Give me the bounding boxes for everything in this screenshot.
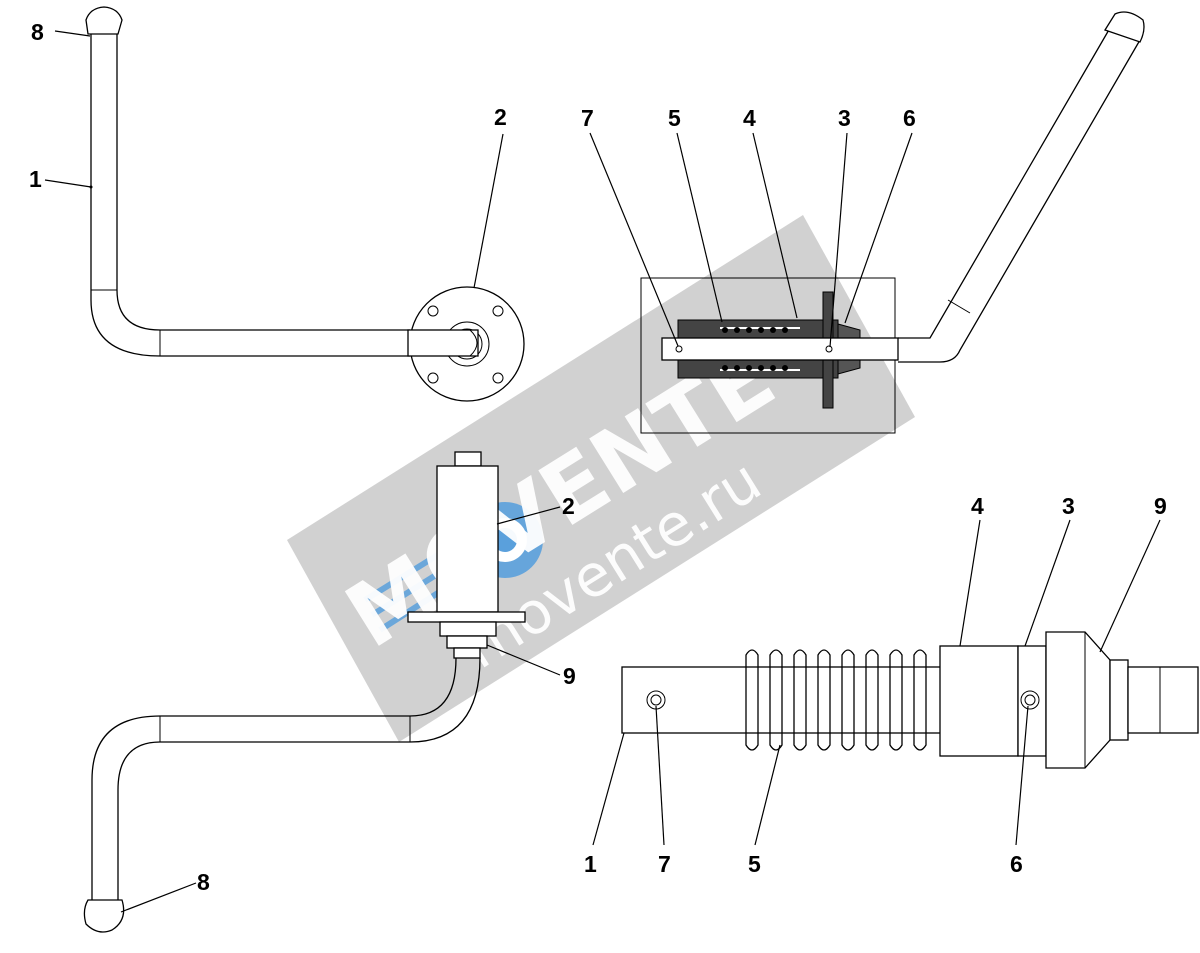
view-top-right: 7 5 4 3 6: [581, 11, 1145, 434]
flange: [407, 611, 526, 623]
handle-knob-icon: [83, 899, 125, 933]
nut: [446, 635, 488, 649]
callout-5: 5: [668, 105, 681, 131]
callout-1: 1: [584, 851, 597, 877]
callout-9: 9: [1154, 493, 1167, 519]
crank-rod: [898, 27, 1141, 363]
callout-3: 3: [838, 105, 851, 131]
sleeve: [939, 645, 1019, 757]
spring: [745, 649, 927, 751]
callout-5: 5: [748, 851, 761, 877]
callout-6: 6: [1010, 851, 1023, 877]
callout-7: 7: [658, 851, 671, 877]
callout-7: 7: [581, 105, 594, 131]
callout-4: 4: [743, 105, 756, 131]
nut: [1045, 631, 1111, 769]
callout-2: 2: [494, 104, 507, 130]
callout-9: 9: [563, 663, 576, 689]
callout-2: 2: [562, 493, 575, 519]
callout-1: 1: [29, 166, 42, 192]
callout-4: 4: [971, 493, 984, 519]
collar: [1017, 645, 1047, 757]
callout-8: 8: [197, 869, 210, 895]
callout-6: 6: [903, 105, 916, 131]
callout-3: 3: [1062, 493, 1075, 519]
tube: [621, 666, 953, 734]
crank-rod: [90, 34, 410, 357]
view-top-left: 8 1 2: [29, 6, 525, 402]
handle-knob-icon: [85, 6, 123, 35]
view-bottom-left: 2 9 8: [83, 451, 576, 933]
watermark: MOVENTE movente.ru: [287, 215, 915, 742]
housing-cylinder: [436, 465, 499, 613]
handle-knob-icon: [1104, 11, 1145, 43]
view-bottom-right: 4 3 9 1 7 5 6: [584, 493, 1199, 877]
callout-8: 8: [31, 19, 44, 45]
